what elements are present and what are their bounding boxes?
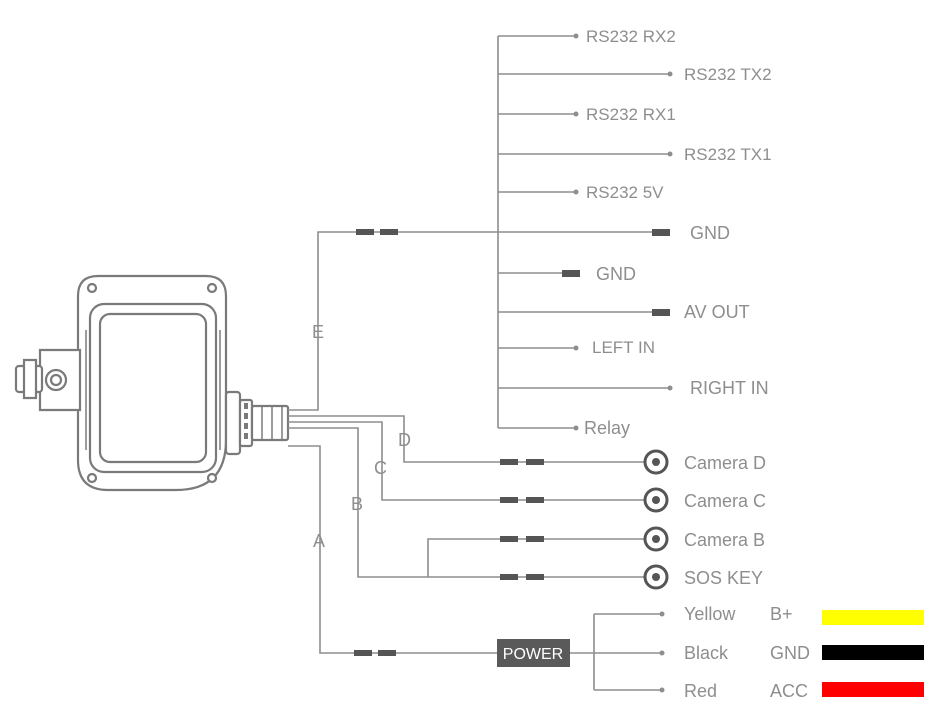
camera-jacks [643,449,669,590]
branch-label-a: A [313,531,325,551]
output-label: GND [690,223,730,243]
camera-b-jack-icon [643,526,669,552]
output-label: RS232 RX1 [586,105,676,124]
camera-c-label: Camera C [684,491,766,511]
wire-color-red: Red [684,681,717,701]
branch-label-d: D [398,430,411,450]
camera-b-label: Camera B [684,530,765,550]
sos-key-jack-icon [643,564,669,590]
output-label: LEFT IN [592,338,655,357]
inline-connectors [354,229,544,656]
wire-color-black: Black [684,643,729,663]
output-label: RS232 TX1 [684,145,772,164]
e-output-bus [497,33,673,431]
sos-key-label: SOS KEY [684,568,763,588]
wire-function-gnd: GND [770,643,810,663]
power-box [497,639,570,667]
wire-function-bplus: B+ [770,604,793,624]
output-label: RS232 TX2 [684,65,772,84]
harness-wires [288,231,650,654]
camera-c-jack-icon [643,487,669,513]
branch-label-c: C [374,458,387,478]
wire-function-acc: ACC [770,681,808,701]
output-label: RS232 5V [586,183,664,202]
output-label: Relay [584,418,630,438]
e-output-labels: RS232 RX2 RS232 TX2 RS232 RX1 RS232 TX1 … [584,27,772,438]
output-label: RIGHT IN [690,378,769,398]
branch-letters: E D C B A [312,322,411,551]
output-label: AV OUT [684,302,750,322]
power-box-label: POWER [503,646,563,663]
power-section: POWER [497,610,924,697]
camera-d-jack-icon [643,449,669,475]
black-swatch [822,645,924,660]
output-label: RS232 RX2 [586,27,676,46]
branch-label-e: E [312,322,324,342]
yellow-swatch [822,610,924,625]
camera-labels: Camera D Camera C Camera B SOS KEY [684,453,766,588]
device-unit [14,274,290,492]
camera-d-label: Camera D [684,453,766,473]
branch-label-b: B [351,494,363,514]
wire-color-yellow: Yellow [684,604,736,624]
output-label: GND [596,264,636,284]
red-swatch [822,682,924,697]
power-labels: Yellow B+ Black GND Red ACC [684,604,810,701]
